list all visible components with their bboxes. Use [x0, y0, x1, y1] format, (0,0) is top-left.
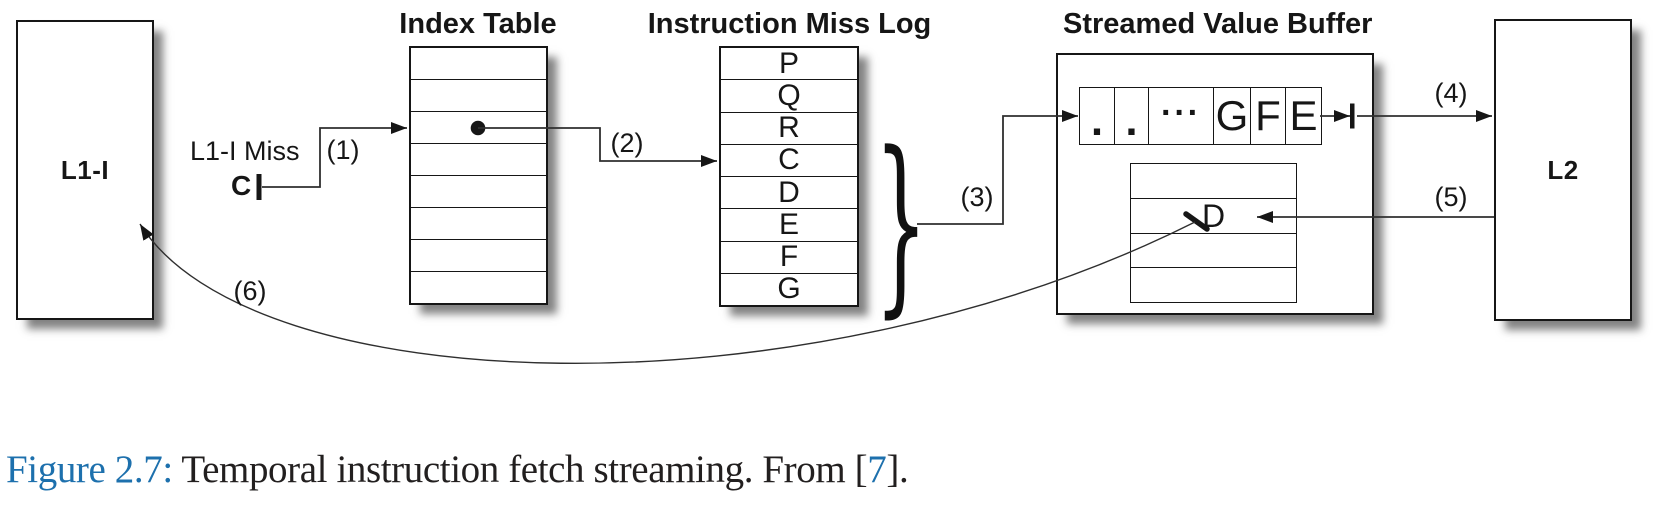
- l1i-label: L1-I: [60, 154, 110, 185]
- citation-ref[interactable]: 7: [867, 448, 887, 491]
- svb-fifo-buffer: . . ··· G F E: [1079, 87, 1322, 145]
- figure-caption: Figure 2.7: Temporal instruction fetch s…: [6, 447, 909, 492]
- l2-label: L2: [1547, 154, 1579, 185]
- arrow-step6: [139, 221, 1196, 365]
- miss-log-row: G: [777, 272, 801, 306]
- miss-log-row: C: [721, 145, 857, 177]
- miss-address-tail-bar: [256, 174, 262, 200]
- l2-cache-box: L2: [1494, 19, 1632, 321]
- instruction-miss-log: P Q R C D E F G: [719, 46, 859, 307]
- miss-log-row: P: [721, 48, 857, 81]
- step-label-2: (2): [610, 128, 644, 158]
- svb-table-row: [1131, 234, 1296, 269]
- miss-address-letter: C: [231, 170, 252, 201]
- miss-log-row: E: [721, 209, 857, 242]
- step-label-1: (1): [326, 135, 360, 165]
- table-row: [411, 48, 546, 80]
- fifo-cell: G: [1214, 88, 1251, 144]
- miss-log-row: R: [721, 113, 857, 145]
- miss-log-row: D: [721, 177, 857, 210]
- fifo-cell-ellipsis: ···: [1149, 88, 1214, 144]
- index-table-title: Index Table: [399, 8, 557, 40]
- table-row: [411, 144, 546, 176]
- fifo-cell: .: [1115, 88, 1149, 144]
- index-table: [409, 46, 548, 305]
- svb-fill-table: D: [1130, 163, 1297, 303]
- fifo-cell: E: [1289, 92, 1318, 139]
- svb-table-row: [1131, 268, 1296, 302]
- streamed-value-buffer-title: Streamed Value Buffer: [1063, 8, 1373, 40]
- l1i-cache-box: L1-I: [16, 20, 154, 320]
- miss-log-row: F: [721, 242, 857, 274]
- svb-table-row-d: D: [1131, 199, 1296, 234]
- fifo-cell: .: [1080, 88, 1115, 144]
- step-label-3: (3): [960, 182, 994, 212]
- figure-caption-text: Temporal instruction fetch streaming. Fr…: [172, 448, 868, 491]
- miss-log-row: Q: [721, 80, 857, 113]
- grouping-brace: }: [874, 111, 928, 335]
- figure-caption-number: Figure 2.7:: [6, 448, 173, 491]
- step-label-4: (4): [1434, 78, 1468, 108]
- l1i-miss-label: L1-I Miss: [190, 136, 300, 166]
- step-label-5: (5): [1434, 182, 1468, 212]
- fifo-cell: F: [1251, 88, 1286, 144]
- table-row: [411, 80, 546, 112]
- table-row: [411, 208, 546, 240]
- table-row: [411, 240, 546, 272]
- table-row-pointer-entry: [411, 112, 546, 144]
- figure-caption-suffix: ].: [886, 448, 909, 491]
- step-label-6: (6): [233, 276, 267, 306]
- instruction-miss-log-title: Instruction Miss Log: [647, 8, 932, 40]
- table-row: [411, 272, 546, 303]
- svb-table-row: [1131, 164, 1296, 199]
- table-row: [411, 176, 546, 208]
